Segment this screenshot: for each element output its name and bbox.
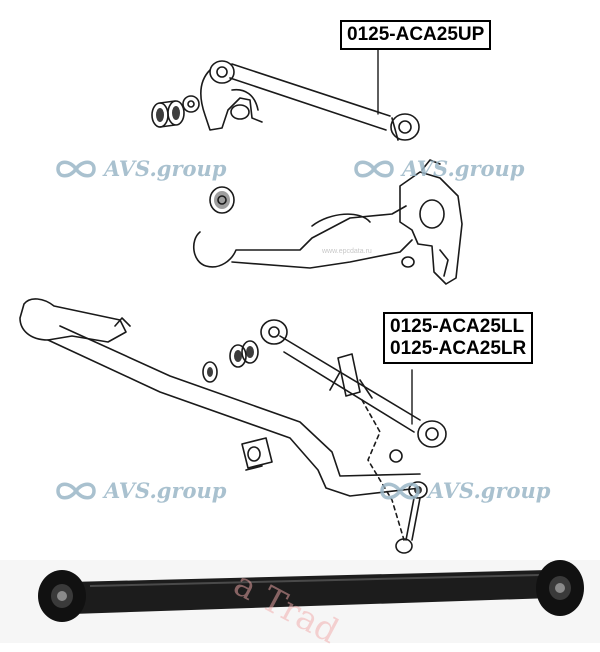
lower-bushings xyxy=(202,340,403,463)
infinity-icon xyxy=(354,160,394,177)
infinity-icon xyxy=(56,482,96,499)
lower-left-part-number: 0125-ACA25LL xyxy=(390,316,525,337)
control-arm-photo xyxy=(0,560,600,643)
brand-watermark-top-left: AVS.group xyxy=(52,156,227,181)
source-watermark: www.epcdata.ru xyxy=(322,248,372,255)
upper-part-label: 0125-ACA25UP xyxy=(340,20,492,50)
upper-control-arm xyxy=(200,60,420,141)
brand-watermark-text: AVS.group xyxy=(402,156,525,181)
upper-part-number: 0125-ACA25UP xyxy=(347,24,485,45)
upper-bushings xyxy=(151,95,200,128)
infinity-icon xyxy=(56,160,96,177)
stabilizer-link xyxy=(361,399,428,554)
knuckle-assembly xyxy=(193,159,463,285)
brand-watermark-text: AVS.group xyxy=(104,156,227,181)
lower-right-part-number: 0125-ACA25LR xyxy=(390,338,527,359)
brand-watermark-text: AVS.group xyxy=(428,478,551,503)
brand-watermark-bottom-right: AVS.group xyxy=(376,478,551,503)
stabilizer-bar xyxy=(19,298,421,497)
infinity-icon xyxy=(380,482,420,499)
stabilizer-bushings xyxy=(241,437,273,471)
brand-watermark-bottom-left: AVS.group xyxy=(52,478,227,503)
brand-watermark-top-right: AVS.group xyxy=(350,156,525,181)
lower-control-arm xyxy=(260,319,447,448)
brand-watermark-text: AVS.group xyxy=(104,478,227,503)
lower-part-label: 0125-ACA25LL 0125-ACA25LR xyxy=(383,312,534,364)
